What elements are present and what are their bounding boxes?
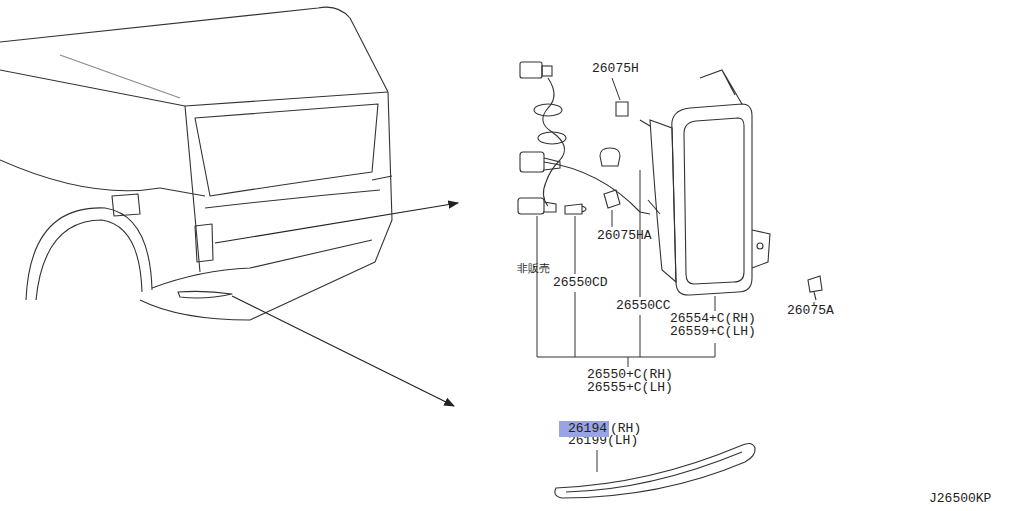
wiring-harness <box>518 62 650 214</box>
bulbs <box>565 102 822 300</box>
part-number: 26075H <box>592 62 639 76</box>
part-number: 26550CD <box>553 276 608 290</box>
part-number: 26550CC <box>616 299 671 313</box>
part-number: 26555+C(LH) <box>587 381 673 395</box>
lamp-housing <box>640 70 770 295</box>
highlighted-part-number: 26194 <box>559 421 609 437</box>
diagram-code: J26500KP <box>929 492 991 506</box>
van-outline <box>0 7 392 320</box>
part-number: 26075HA <box>597 229 652 243</box>
leader-lines <box>537 78 814 472</box>
pointer-arrows <box>215 203 458 406</box>
part-number: 26194 <box>568 422 608 436</box>
reflector <box>555 443 755 498</box>
part-number: 26554+C(RH) <box>670 312 756 326</box>
part-number: 26559+C(LH) <box>670 325 756 339</box>
part-number: 非販売 <box>517 262 550 276</box>
part-number: 26075A <box>787 304 834 318</box>
part-number: 26550+C(RH) <box>587 368 673 382</box>
